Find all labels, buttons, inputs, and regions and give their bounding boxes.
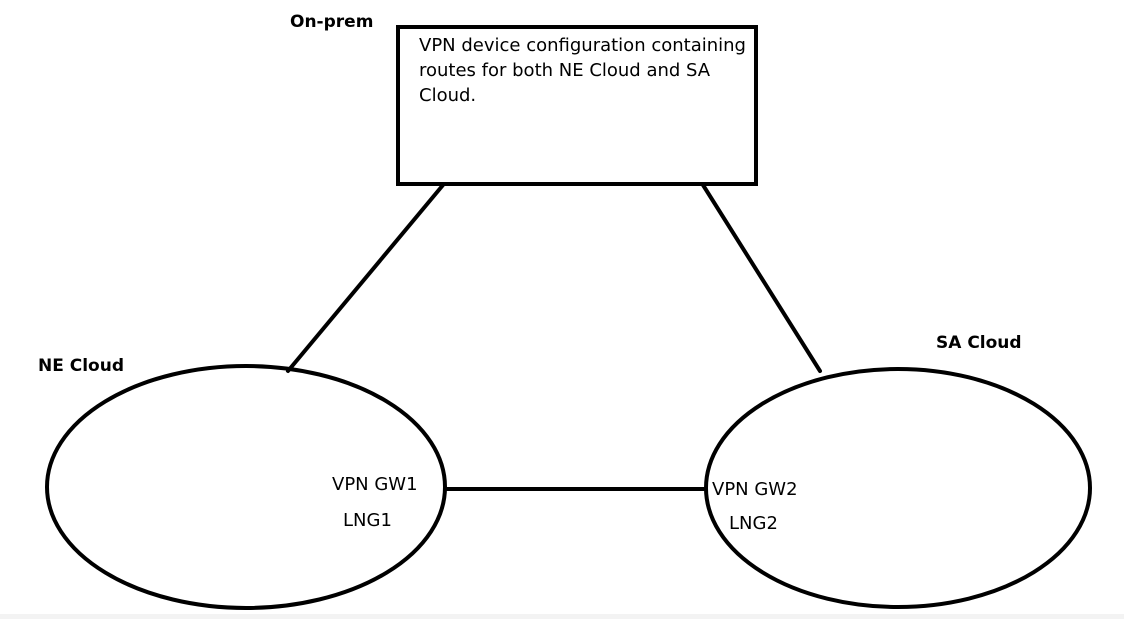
connector-onprem-ne <box>286 183 445 373</box>
lng2-label: LNG2 <box>729 513 778 534</box>
lng1-label: LNG1 <box>343 510 392 531</box>
sa-cloud-ellipse <box>704 367 1092 609</box>
bottom-divider <box>0 614 1124 619</box>
ne-cloud-title: NE Cloud <box>38 356 125 376</box>
onprem-box-text: VPN device configuration containing rout… <box>419 35 746 106</box>
vpn-gw2-label: VPN GW2 <box>712 479 798 500</box>
sa-cloud-title: SA Cloud <box>936 333 1022 353</box>
vpn-gw1-label: VPN GW1 <box>332 474 418 495</box>
onprem-box <box>396 25 758 186</box>
ne-cloud-ellipse <box>45 364 447 610</box>
onprem-title: On-prem <box>290 12 374 32</box>
connector-onprem-sa <box>701 183 822 373</box>
